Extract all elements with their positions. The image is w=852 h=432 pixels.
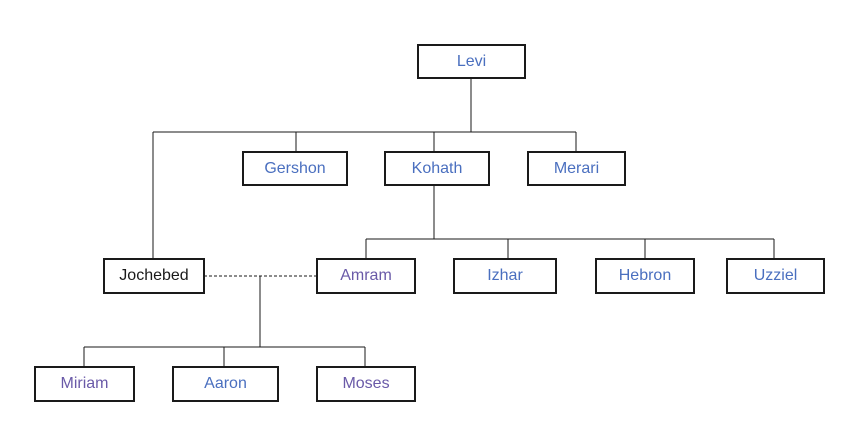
node-label: Moses <box>342 375 390 392</box>
node-label: Miriam <box>60 375 109 392</box>
node-label: Aaron <box>204 375 247 392</box>
node-label: Merari <box>553 159 600 177</box>
node-label: Izhar <box>487 267 523 284</box>
node-merari[interactable]: Merari <box>527 151 626 186</box>
node-jochebed: Jochebed <box>103 258 205 294</box>
node-uzziel[interactable]: Uzziel <box>726 258 825 294</box>
node-aaron[interactable]: Aaron <box>172 366 279 402</box>
node-gershon[interactable]: Gershon <box>242 151 348 186</box>
node-label: Levi <box>456 52 487 70</box>
node-label: Gershon <box>264 159 326 177</box>
node-label: Amram <box>340 267 392 284</box>
node-hebron[interactable]: Hebron <box>595 258 695 294</box>
node-label: Jochebed <box>119 267 189 284</box>
node-levi[interactable]: Levi <box>417 44 526 79</box>
node-label: Hebron <box>618 267 672 284</box>
node-label: Uzziel <box>753 267 798 284</box>
node-moses[interactable]: Moses <box>316 366 416 402</box>
node-kohath[interactable]: Kohath <box>384 151 490 186</box>
node-label: Kohath <box>411 159 463 177</box>
node-amram[interactable]: Amram <box>316 258 416 294</box>
node-miriam[interactable]: Miriam <box>34 366 135 402</box>
node-izhar[interactable]: Izhar <box>453 258 557 294</box>
